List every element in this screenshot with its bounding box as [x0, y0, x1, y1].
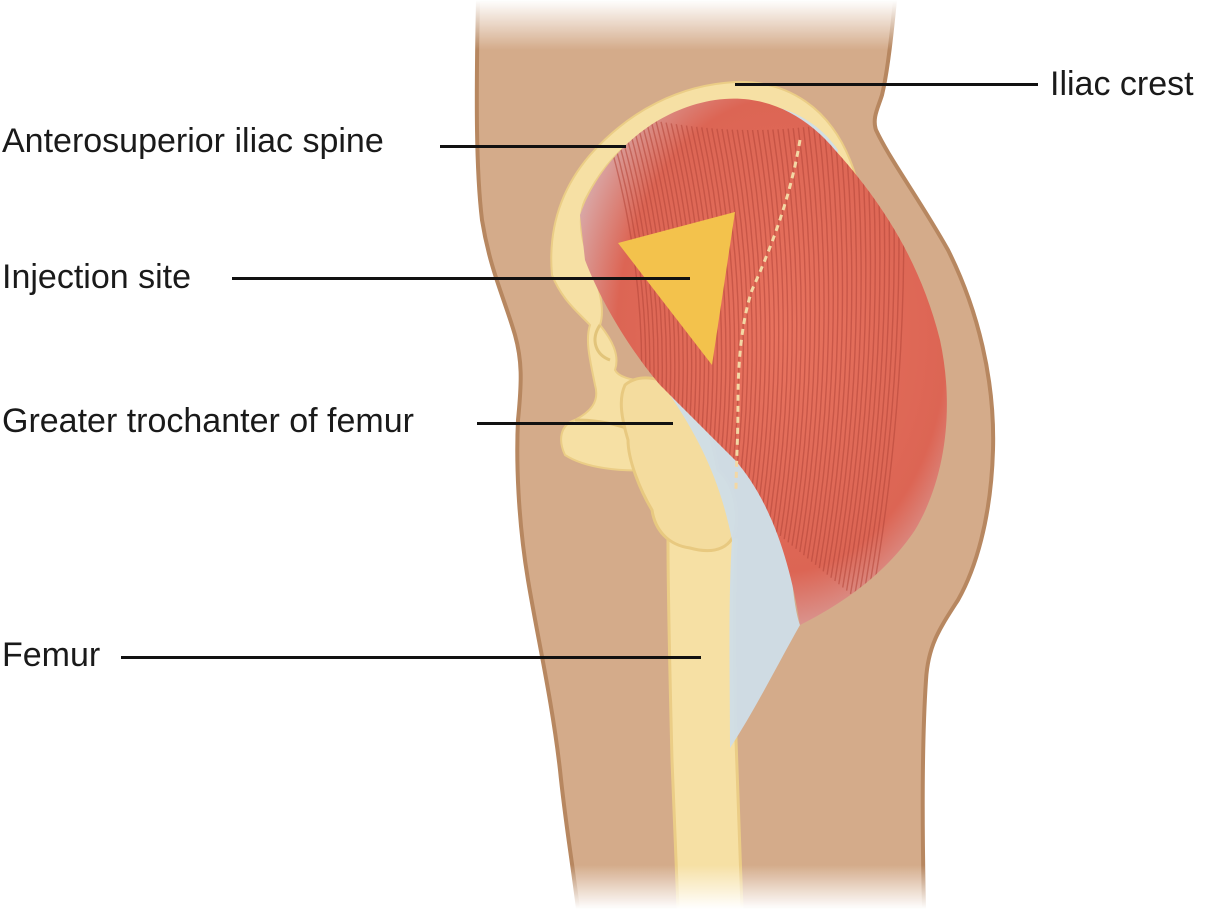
- label-greater-trochanter: Greater trochanter of femur: [2, 402, 414, 440]
- label-femur: Femur: [2, 636, 101, 674]
- label-injection-site: Injection site: [2, 258, 191, 296]
- injection-site-triangle: [618, 212, 735, 365]
- label-iliac-crest: Iliac crest: [1050, 65, 1194, 103]
- leader-line-injection-site: [232, 277, 690, 280]
- label-anterosuperior-iliac-spine: Anterosuperior iliac spine: [2, 122, 384, 160]
- leader-line-greater-trochanter: [477, 422, 673, 425]
- leader-line-iliac-crest: [735, 83, 1038, 86]
- leader-line-anterosuperior-iliac-spine: [440, 145, 626, 148]
- leader-line-femur: [121, 656, 701, 659]
